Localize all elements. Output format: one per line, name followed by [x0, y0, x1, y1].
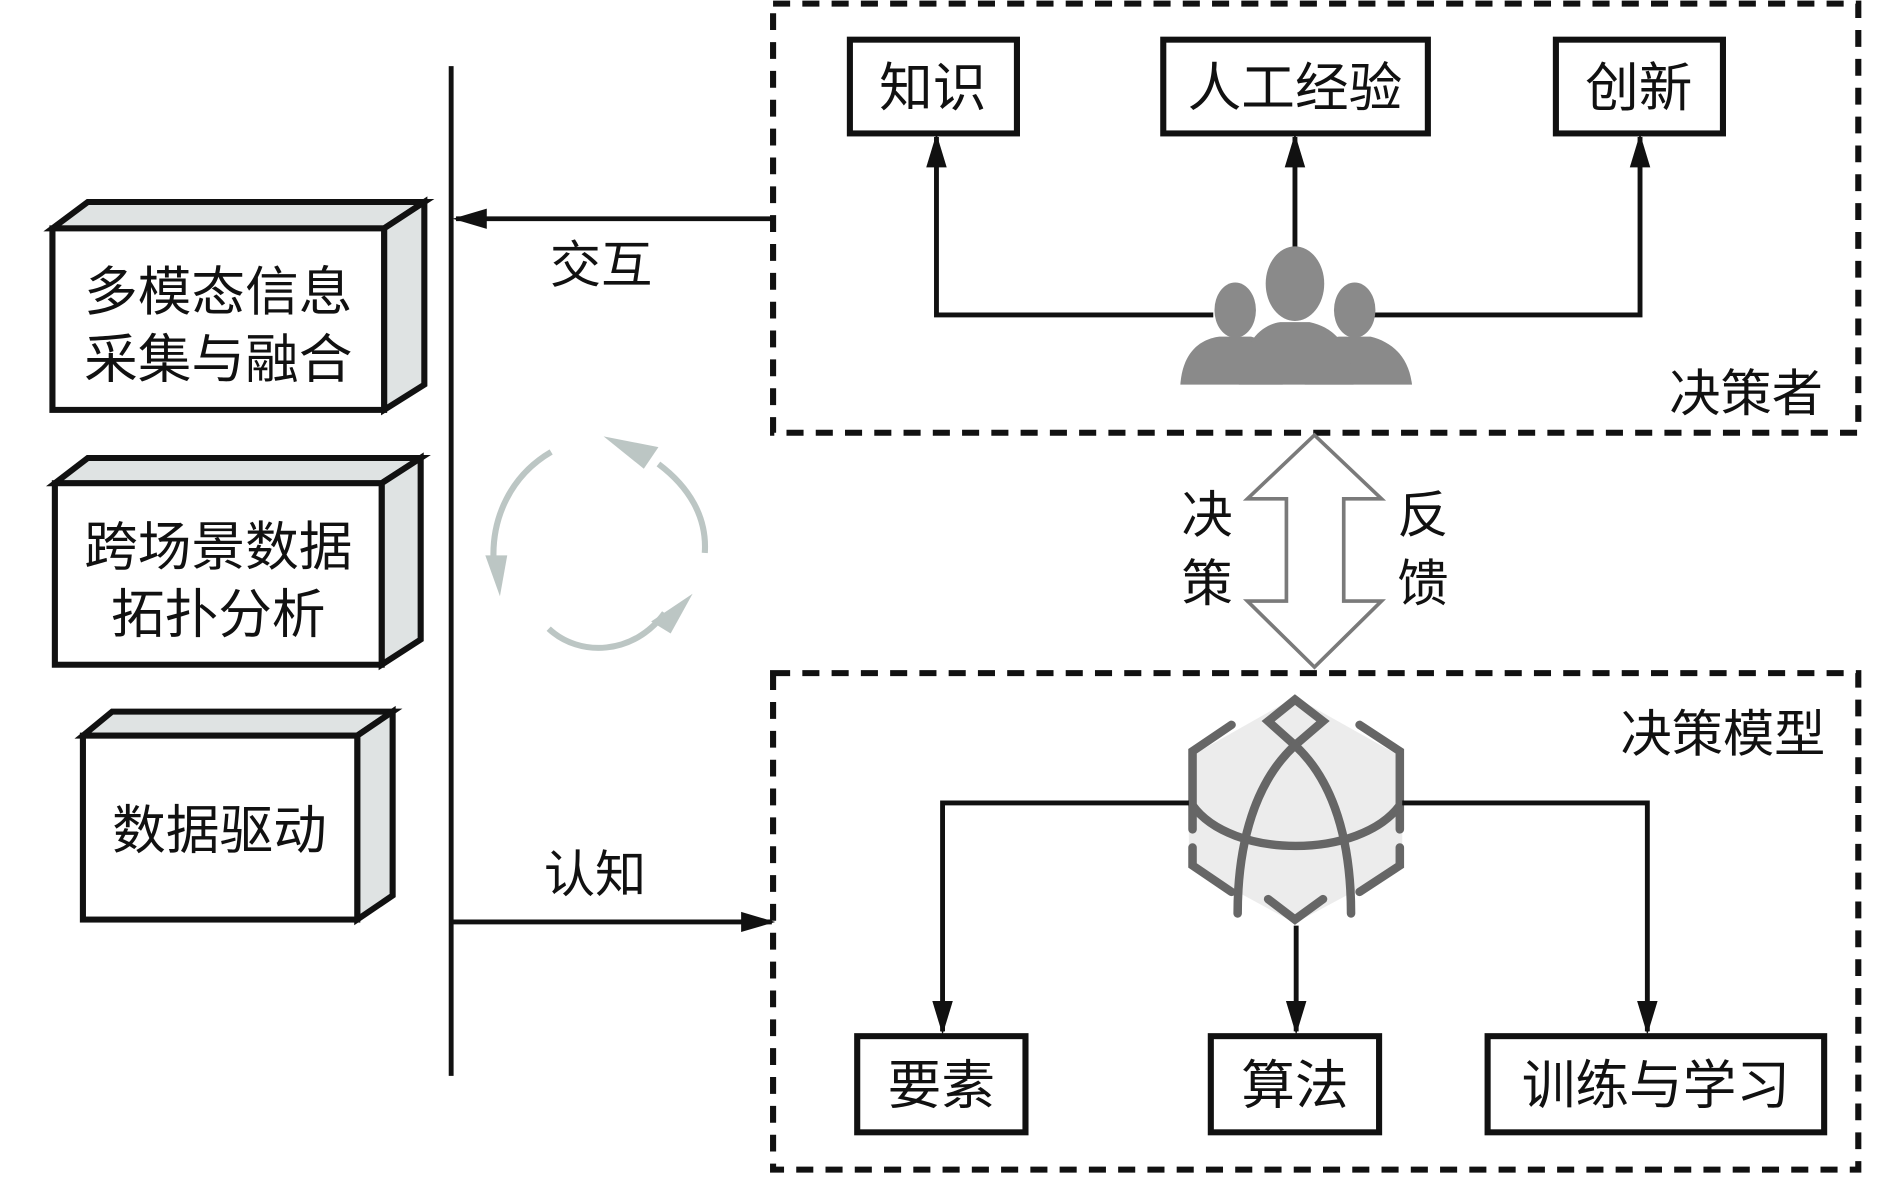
- block-cross-scene-line1: 跨场景数据: [84, 516, 352, 578]
- block-data-driven: 数据驱动: [74, 705, 403, 926]
- decision-label-char1: 决: [1182, 486, 1233, 545]
- decision-maker-panel: 决策者 知识 人工经验 创新: [770, 0, 1862, 436]
- box-training-learning: [1484, 1033, 1828, 1136]
- box-innovation-label: 创新: [1585, 57, 1692, 119]
- block-data-driven-label: 数据驱动: [112, 800, 327, 862]
- box-algorithm: [1207, 1033, 1383, 1136]
- box-algorithm-label: 算法: [1241, 1055, 1348, 1117]
- connector-training: [1402, 800, 1658, 1035]
- box-innovation: [1552, 36, 1726, 137]
- decision-feedback-double-arrow: 决 策 反 馈: [1182, 432, 1449, 670]
- model-cube-icon: [1188, 694, 1405, 925]
- box-human-experience-label: 人工经验: [1188, 57, 1403, 119]
- box-elements: [854, 1033, 1029, 1136]
- decision-label-char2: 策: [1182, 554, 1233, 613]
- block-multimodal-line1: 多模态信息: [84, 261, 352, 323]
- block-cross-scene: 跨场景数据 拓扑分析: [45, 452, 431, 671]
- decision-maker-title: 决策者: [1669, 364, 1823, 423]
- block-multimodal: 多模态信息 采集与融合: [43, 196, 435, 416]
- connector-knowledge: [926, 133, 1214, 318]
- decision-model-panel: 决策模型 要素 算法 训练与学习: [770, 670, 1862, 1173]
- box-knowledge-label: 知识: [879, 57, 986, 119]
- circular-arrows-icon: [485, 436, 708, 651]
- connector-elements: [932, 800, 1189, 1035]
- block-cross-scene-line2: 拓扑分析: [111, 584, 326, 646]
- people-group-icon: [1180, 246, 1413, 385]
- box-elements-label: 要素: [888, 1055, 995, 1117]
- interaction-label: 交互: [550, 236, 652, 295]
- cognition-label: 认知: [544, 845, 646, 904]
- connector-innovation: [1371, 133, 1651, 318]
- feedback-label-char2: 馈: [1397, 554, 1448, 613]
- feedback-label-char1: 反: [1397, 486, 1448, 545]
- box-knowledge: [846, 36, 1020, 137]
- decision-model-title: 决策模型: [1621, 705, 1826, 764]
- block-multimodal-line2: 采集与融合: [84, 329, 352, 391]
- box-training-learning-label: 训练与学习: [1522, 1055, 1790, 1117]
- box-human-experience: [1160, 36, 1431, 137]
